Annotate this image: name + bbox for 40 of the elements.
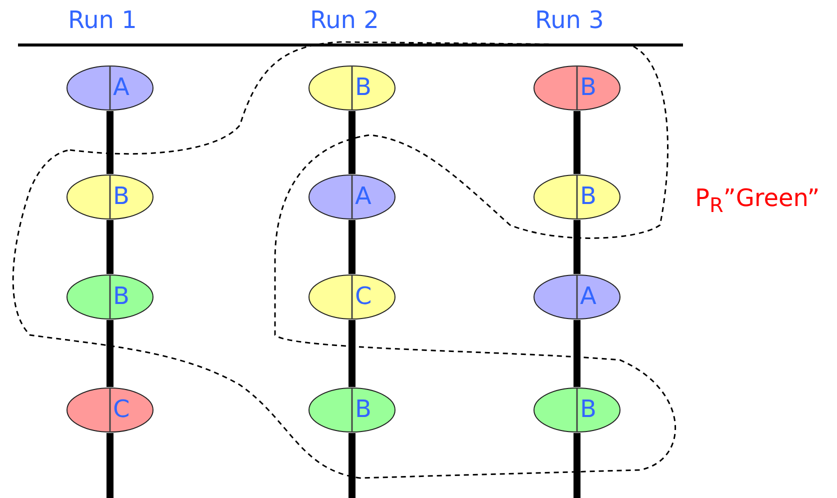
connector-line — [574, 111, 580, 174]
region-label: P$_{R}$”Green” — [695, 184, 820, 219]
split-ellipse — [66, 387, 154, 433]
connector-line — [106, 433, 114, 498]
connector-line — [106, 220, 114, 274]
connector-line — [348, 433, 356, 498]
node-letter: B — [580, 73, 596, 101]
connector-line — [348, 320, 356, 387]
node-letter: C — [113, 395, 130, 423]
node-letter: B — [580, 182, 596, 210]
node-letter: C — [355, 282, 372, 310]
split-ellipse — [66, 65, 154, 111]
connector-line — [574, 220, 580, 274]
connector-line — [348, 111, 356, 174]
split-ellipse — [66, 274, 154, 320]
column-heading: Run 3 — [535, 6, 604, 34]
connector-line — [106, 111, 114, 174]
node-letter: B — [113, 282, 130, 310]
split-ellipse — [308, 174, 396, 220]
split-ellipse — [533, 174, 621, 220]
split-ellipse — [308, 387, 396, 433]
connector-line — [106, 320, 114, 387]
split-ellipse — [533, 387, 621, 433]
connector-line — [574, 320, 580, 387]
split-ellipse — [66, 174, 154, 220]
connector-line — [574, 433, 580, 498]
split-ellipse — [533, 274, 621, 320]
column-heading: Run 1 — [68, 6, 137, 34]
split-ellipse — [308, 274, 396, 320]
node-letter: A — [113, 73, 130, 101]
split-ellipse — [533, 65, 621, 111]
node-letter: A — [580, 282, 596, 310]
connector-line — [348, 220, 356, 274]
column-heading: Run 2 — [310, 6, 379, 34]
node-letter: B — [355, 73, 372, 101]
split-ellipse — [308, 65, 396, 111]
node-letter: B — [580, 395, 596, 423]
node-letter: A — [355, 182, 372, 210]
node-letter: B — [355, 395, 372, 423]
node-letter: B — [113, 182, 130, 210]
